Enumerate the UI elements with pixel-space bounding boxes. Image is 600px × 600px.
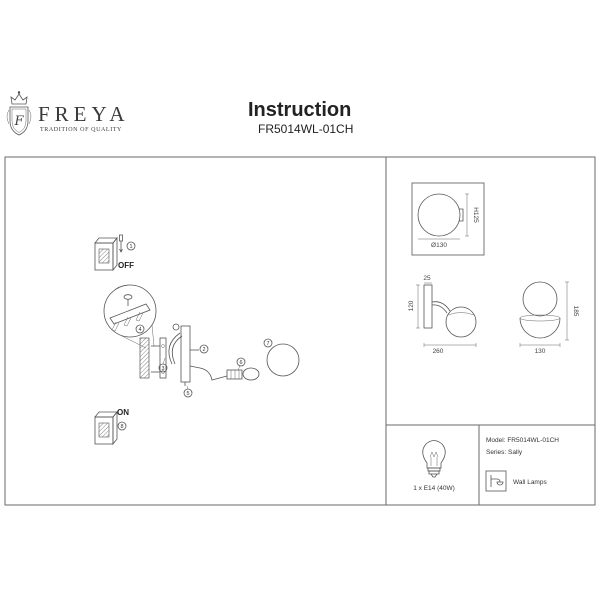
wall-section xyxy=(139,337,150,379)
top-view-height-label: H125 xyxy=(472,207,479,223)
svg-text:7: 7 xyxy=(266,341,269,347)
switch-on-label: ON xyxy=(117,408,129,417)
front-view-height-label: 185 xyxy=(572,306,579,317)
side-globe xyxy=(445,306,477,338)
side-view: 25 120 260 xyxy=(408,275,477,355)
bulb-socket xyxy=(226,369,243,380)
sheet-frame xyxy=(4,156,596,506)
brand-name: FREYA xyxy=(38,102,130,126)
series-label: Series: Sally xyxy=(486,449,523,456)
page-title: Instruction xyxy=(248,99,351,121)
switch-off-label: OFF xyxy=(118,261,134,270)
front-view-width-label: 130 xyxy=(535,348,546,355)
wall-lamp-icon xyxy=(485,470,507,492)
outer-border xyxy=(4,156,596,506)
front-view: 185 130 xyxy=(519,281,579,355)
svg-text:5: 5 xyxy=(186,391,189,397)
side-view-length-label: 260 xyxy=(433,348,444,355)
shield-inner xyxy=(11,108,27,133)
shield-outline xyxy=(9,106,29,136)
crown-jewel xyxy=(17,91,21,94)
installation-diagram: 1 OFF 4 3 xyxy=(94,234,300,446)
screw-icon xyxy=(123,294,133,300)
header: F FREYA TRADITION OF QUALITY Instruction… xyxy=(6,91,353,136)
step-3-marker: 3 xyxy=(158,357,168,373)
side-view-plate-height-label: 120 xyxy=(408,300,415,311)
step-7-marker: 7 xyxy=(263,338,273,348)
glass-globe xyxy=(266,343,300,377)
spec-panel: 1 x E14 (40W) Model: FR5014WL-01CH Serie… xyxy=(413,437,559,492)
svg-text:2: 2 xyxy=(202,347,205,353)
dimensions-panel: H125 Ø130 25 120 260 xyxy=(408,182,579,355)
model-label: Model: FR5014WL-01CH xyxy=(486,437,559,444)
svg-text:4: 4 xyxy=(138,327,141,333)
wall-plate xyxy=(423,284,433,329)
category-label: Wall Lamps xyxy=(513,479,547,486)
step-8-marker: 8 xyxy=(117,421,127,431)
crest-flourish xyxy=(6,109,32,125)
light-bulb-icon xyxy=(422,440,446,478)
step-5-marker: 5 xyxy=(183,385,193,398)
svg-text:6: 6 xyxy=(239,360,242,366)
lamp-arm xyxy=(189,365,228,381)
wall-switch-off-icon xyxy=(94,236,118,272)
side-view-depth-label: 25 xyxy=(423,275,431,282)
mounting-plate xyxy=(109,303,151,325)
step-4-marker: 4 xyxy=(135,324,145,334)
crest-logo-icon: F xyxy=(6,91,32,136)
step-2-marker: 2 xyxy=(199,344,209,354)
wall-switch-on-icon xyxy=(94,410,118,446)
svg-text:3: 3 xyxy=(161,366,164,372)
top-view: H125 Ø130 xyxy=(411,182,485,256)
svg-text:8: 8 xyxy=(120,424,123,430)
svg-text:1: 1 xyxy=(129,244,132,250)
mounting-bracket xyxy=(151,337,167,379)
screwdriver-icon xyxy=(119,234,123,253)
bulb-shape xyxy=(242,367,260,381)
top-view-diameter-label: Ø130 xyxy=(431,242,447,249)
wall-anchors xyxy=(111,311,144,332)
lamp-base xyxy=(168,323,199,386)
crown-icon xyxy=(10,93,28,105)
brand-tagline: TRADITION OF QUALITY xyxy=(40,127,122,133)
logo-letter: F xyxy=(13,114,24,129)
model-code: FR5014WL-01CH xyxy=(258,122,353,136)
mounting-detail-magnifier xyxy=(103,284,157,349)
step-1-marker: 1 xyxy=(126,241,136,251)
bulb-spec: 1 x E14 (40W) xyxy=(413,485,455,492)
step-6-marker: 6 xyxy=(236,357,246,371)
